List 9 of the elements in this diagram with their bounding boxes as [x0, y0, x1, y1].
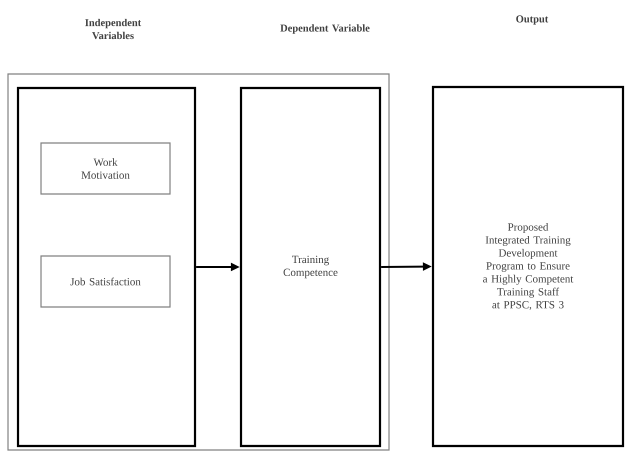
concept-box: Proposed Integrated Training Development Program to Ensure a Highly Competent Training Staff at PPSC, RTS 3 [432, 86, 624, 448]
concept-box: Training Competence [240, 86, 382, 448]
column-heading: Independent Variables [85, 18, 142, 40]
column-heading: Dependent Variable [280, 24, 370, 34]
concept-box: Work Motivation [40, 142, 171, 195]
frame-box [7, 73, 390, 451]
column-heading: Output [516, 15, 548, 25]
concept-box: Job Satisfaction [40, 255, 171, 308]
frame-box [16, 86, 196, 448]
